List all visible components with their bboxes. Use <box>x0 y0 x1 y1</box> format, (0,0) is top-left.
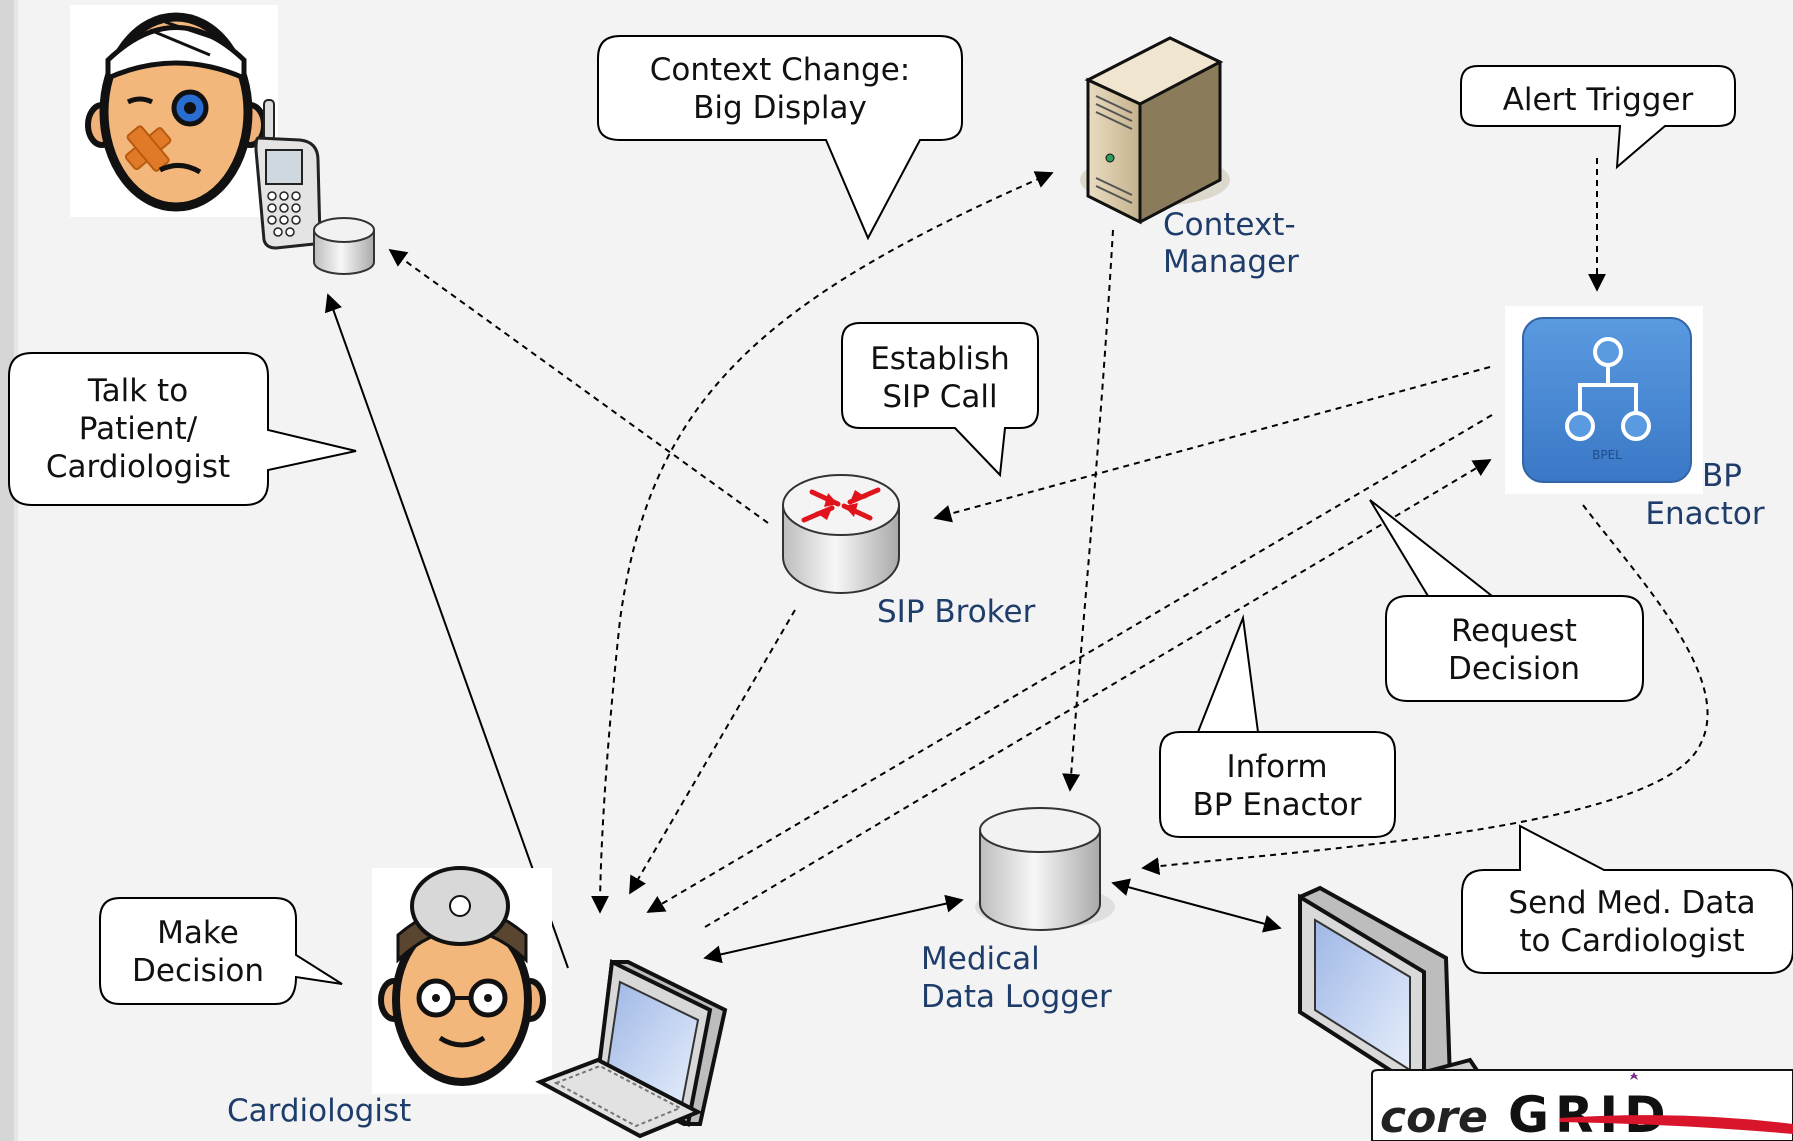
bubble-talk-to: Talk to Patient/ Cardiologist <box>8 352 357 506</box>
bubble-alert-trigger: Alert Trigger <box>1460 65 1736 170</box>
bubble-context-change: Context Change: Big Display <box>597 35 963 241</box>
context-manager-label-line2: Manager <box>1163 244 1299 280</box>
arrow-logger-display <box>1111 878 1282 933</box>
medical-data-logger-icon <box>975 807 1115 931</box>
bubble-talk-to-line2: Patient/ <box>79 411 198 447</box>
cardiologist-label: Cardiologist <box>227 1093 411 1129</box>
bubble-make-decision-line2: Decision <box>132 953 264 989</box>
sip-broker-router-icon <box>782 474 900 594</box>
arrow-laptop-to-patient <box>324 293 569 969</box>
bpel-badge-text: BPEL <box>1592 448 1622 462</box>
bp-enactor-label-line1: BP <box>1702 458 1742 494</box>
bubble-send-med-data-line1: Send Med. Data <box>1508 885 1755 921</box>
bubble-send-med-data: Send Med. Data to Cardiologist <box>1461 824 1793 974</box>
bubble-request-decision: Request Decision <box>1369 499 1644 702</box>
arrow-sip-to-patient <box>388 248 769 524</box>
bubble-establish-sip-line2: SIP Call <box>882 379 997 415</box>
bubble-make-decision: Make Decision <box>99 897 343 1005</box>
arrow-context-to-logger <box>1062 229 1114 792</box>
bubble-establish-sip: Establish SIP Call <box>841 322 1039 478</box>
bubble-talk-to-line3: Cardiologist <box>46 449 230 485</box>
medical-data-logger-label-line2: Data Logger <box>921 979 1112 1015</box>
bubble-send-med-data-line2: to Cardiologist <box>1519 923 1744 959</box>
context-manager-label-line1: Context- <box>1163 207 1296 243</box>
bubble-inform-bp-line2: BP Enactor <box>1193 787 1362 823</box>
patient-storage-icon <box>313 217 375 275</box>
bubble-context-change-line1: Context Change: <box>650 52 910 88</box>
patient-icon <box>70 5 278 217</box>
bpel-engine-icon: BPEL <box>1505 306 1703 494</box>
left-edge-bar-inner <box>14 0 18 1141</box>
arrow-bp-to-sip <box>933 366 1491 523</box>
context-manager-server-icon <box>1080 36 1230 225</box>
cardiologist-icon <box>372 866 552 1094</box>
laptop-icon <box>535 958 728 1139</box>
logo-prefix: core <box>1380 1092 1488 1141</box>
big-display-monitor-icon <box>1298 885 1484 1103</box>
coregrid-logo: core GRID <box>1371 1069 1793 1141</box>
bubble-establish-sip-line1: Establish <box>870 341 1010 377</box>
arrow-laptop-to-bp <box>704 459 1492 928</box>
arrow-laptop-logger <box>703 894 964 964</box>
bubble-inform-bp-line1: Inform <box>1226 749 1327 785</box>
bubble-talk-to-line1: Talk to <box>87 373 188 409</box>
bubble-context-change-line2: Big Display <box>693 90 867 126</box>
bubble-request-decision-line2: Decision <box>1448 651 1580 687</box>
connectors <box>324 158 1709 969</box>
arrow-context-laptop <box>591 171 1054 914</box>
bubble-make-decision-line1: Make <box>157 915 239 951</box>
arrow-bp-to-laptop <box>646 414 1493 913</box>
sip-broker-label: SIP Broker <box>877 594 1036 630</box>
bubble-request-decision-line1: Request <box>1451 613 1577 649</box>
bubble-inform-bp: Inform BP Enactor <box>1159 614 1396 838</box>
arrow-bp-to-logger <box>1141 504 1709 876</box>
left-edge-bar <box>0 0 14 1141</box>
bubble-alert-trigger-line1: Alert Trigger <box>1503 82 1694 118</box>
logo-main: GRID <box>1508 1086 1672 1141</box>
medical-data-logger-label-line1: Medical <box>921 941 1040 977</box>
arrow-sip-to-laptop <box>629 609 796 895</box>
bp-enactor-label-line2: Enactor <box>1645 496 1764 532</box>
mobile-phone-icon <box>254 99 322 250</box>
